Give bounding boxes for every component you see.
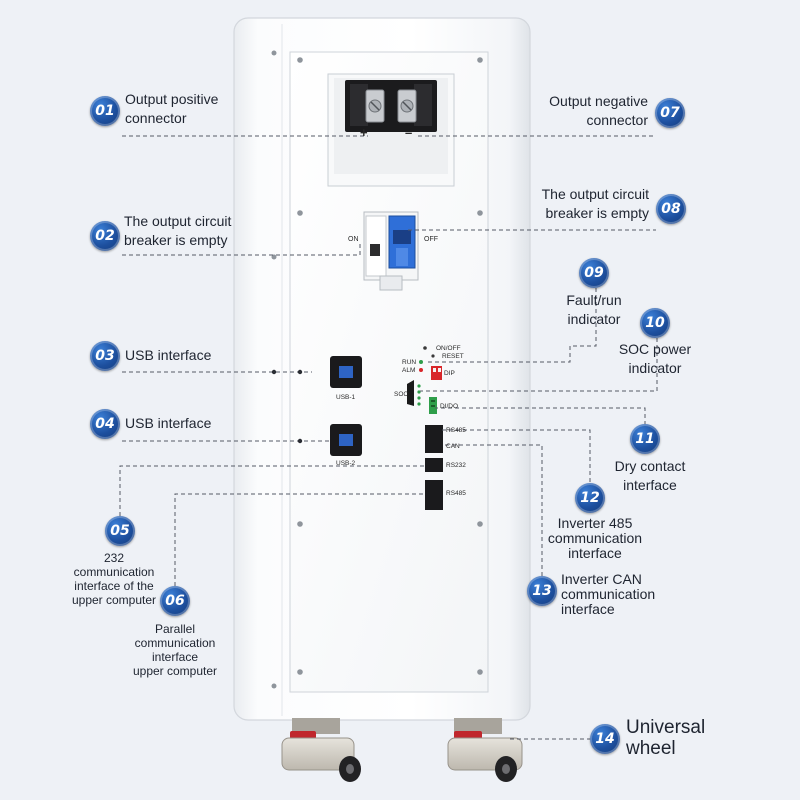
callout-04-badge: 04 (90, 409, 120, 439)
soc-label: SOC (394, 391, 409, 398)
callout-11-badge: 11 (630, 424, 660, 454)
callout-02-badge: 02 (90, 221, 120, 251)
callout-04-label: USB interface (125, 415, 212, 431)
leader-10 (420, 338, 658, 392)
leader-12 (442, 429, 591, 482)
callout-14-badge: 14 (590, 724, 620, 754)
callout-06-badge: 06 (160, 586, 190, 616)
leader-05 (119, 465, 425, 516)
rs485-bottom-label: RS485 (446, 490, 466, 497)
callout-03-badge: 03 (90, 341, 120, 371)
callout-09-badge: 09 (579, 258, 609, 288)
callout-03-label: USB interface (125, 347, 212, 363)
callout-08-badge: 08 (656, 194, 686, 224)
circuit-breaker (363, 211, 419, 291)
can-label: CAN (446, 443, 460, 450)
leader-06 (174, 493, 425, 586)
usb-port-2 (330, 424, 362, 456)
reset-label: RESET (442, 353, 464, 360)
usb-port-1 (330, 356, 362, 388)
onoff-label: ON/OFF (436, 345, 461, 352)
run-label: RUN (402, 359, 417, 366)
leader-11 (435, 407, 646, 425)
callout-13-badge: 13 (527, 576, 557, 606)
breaker-on-label: ON (348, 236, 359, 243)
output-terminal (327, 73, 455, 187)
terminal-plus-label: + (360, 125, 368, 140)
leader-09 (428, 288, 597, 363)
leader-13 (442, 444, 543, 576)
alm-label: ALM (402, 367, 416, 374)
dip-label: DIP (444, 370, 455, 377)
wheel-left (281, 718, 361, 782)
usb2-label: USB-2 (336, 460, 356, 467)
leader-dots (271, 369, 303, 444)
dido-label: DI/DO (440, 403, 459, 410)
control-panel (407, 346, 443, 510)
rs485-top-label: RS485 (446, 427, 466, 434)
callout-12-badge: 12 (575, 483, 605, 513)
callout-07-badge: 07 (655, 98, 685, 128)
wheel-right (447, 718, 523, 782)
rs232-label: RS232 (446, 462, 466, 469)
leader-lines (119, 135, 658, 740)
breaker-off-label: OFF (424, 236, 438, 243)
terminal-minus-label: – (405, 125, 413, 140)
callout-05-badge: 05 (105, 516, 135, 546)
callout-01-badge: 01 (90, 96, 120, 126)
leader-02 (122, 244, 361, 256)
usb1-label: USB-1 (336, 394, 356, 401)
callout-10-badge: 10 (640, 308, 670, 338)
